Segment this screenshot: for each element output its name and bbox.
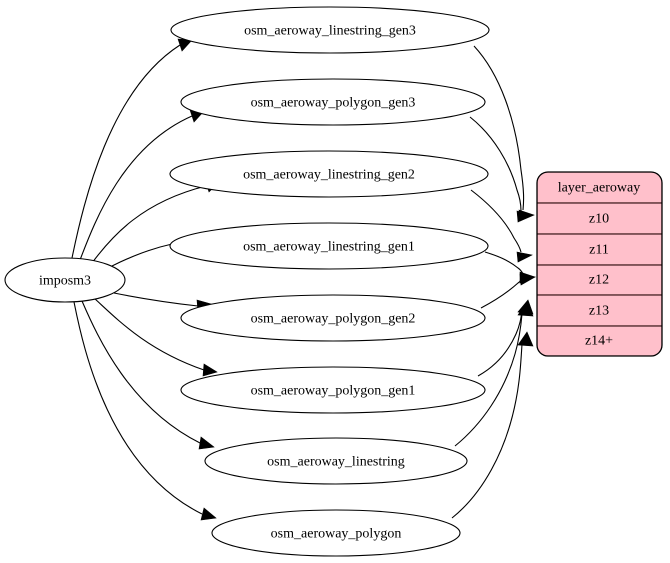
node-imposm3-shape[interactable] bbox=[4, 257, 126, 303]
edge-linestring-gen2-to-z11 bbox=[470, 189, 522, 253]
edge-group-tables-to-layer bbox=[451, 45, 536, 519]
node-shape-polygon[interactable] bbox=[211, 509, 461, 557]
edge-polygon-gen2-to-z12 bbox=[480, 276, 524, 309]
arrowhead-linestring bbox=[198, 436, 215, 450]
edge-imposm3-to-linestring-gen3 bbox=[71, 44, 181, 259]
edge-imposm3-to-polygon bbox=[73, 301, 203, 515]
node-label-polygon: osm_aeroway_polygon bbox=[271, 527, 402, 542]
node-label-polygon-gen1: osm_aeroway_polygon_gen1 bbox=[251, 384, 416, 399]
arrowhead-z10-b bbox=[516, 210, 533, 223]
layer-row-z13-label: z13 bbox=[589, 304, 609, 319]
layer-row-header-label: layer_aeroway bbox=[558, 181, 640, 196]
edge-linestring-gen3-to-z10 bbox=[473, 45, 525, 211]
edge-polygon-to-z14 bbox=[451, 343, 523, 519]
node-label-linestring-gen1: osm_aeroway_linestring_gen1 bbox=[243, 240, 415, 255]
node-shape-linestring-gen1[interactable] bbox=[169, 222, 489, 270]
edge-imposm3-to-linestring-gen2 bbox=[91, 185, 207, 264]
edge-imposm3-to-polygon-gen1 bbox=[93, 297, 205, 371]
layer-row-z14-rect[interactable] bbox=[537, 325, 662, 356]
node-shape-linestring[interactable] bbox=[204, 437, 468, 485]
edge-imposm3-to-polygon-gen2 bbox=[113, 292, 199, 307]
node-shape-linestring-gen2[interactable] bbox=[169, 150, 489, 198]
arrowhead-z13-b bbox=[517, 301, 534, 317]
node-osm_aeroway_linestring_gen1[interactable]: osm_aeroway_linestring_gen1 bbox=[169, 222, 489, 270]
node-label-linestring-gen3: osm_aeroway_linestring_gen3 bbox=[244, 24, 416, 39]
node-layer-aeroway[interactable]: layer_aeroway z10 z11 z12 z13 z14+ bbox=[536, 171, 663, 357]
node-osm_aeroway_linestring_gen3[interactable]: osm_aeroway_linestring_gen3 bbox=[170, 6, 490, 54]
node-shape-polygon-gen3[interactable] bbox=[180, 78, 486, 126]
node-osm_aeroway_linestring[interactable]: osm_aeroway_linestring bbox=[204, 437, 468, 485]
edge-linestring-to-z13 bbox=[454, 313, 523, 447]
node-imposm3[interactable]: imposm3 bbox=[4, 257, 126, 303]
layer-row-z11-rect[interactable] bbox=[537, 233, 662, 266]
node-label-linestring: osm_aeroway_linestring bbox=[267, 455, 405, 470]
node-osm_aeroway_polygon_gen2[interactable]: osm_aeroway_polygon_gen2 bbox=[180, 294, 486, 342]
node-osm_aeroway_polygon_gen3[interactable]: osm_aeroway_polygon_gen3 bbox=[180, 78, 486, 126]
node-imposm3-label: imposm3 bbox=[39, 274, 91, 289]
layer-row-z11-label: z11 bbox=[589, 243, 609, 258]
layer-aeroway-outline bbox=[536, 171, 663, 357]
arrowhead-z11 bbox=[516, 251, 533, 263]
node-osm_aeroway_polygon[interactable]: osm_aeroway_polygon bbox=[211, 509, 461, 557]
layer-row-z13-rect[interactable] bbox=[537, 294, 662, 327]
layer-row-z10-label: z10 bbox=[589, 212, 609, 227]
node-shape-polygon-gen1[interactable] bbox=[180, 366, 486, 414]
node-osm_aeroway_polygon_gen1[interactable]: osm_aeroway_polygon_gen1 bbox=[180, 366, 486, 414]
edge-polygon-gen3-to-z10 bbox=[469, 116, 522, 212]
node-osm_aeroway_linestring_gen2[interactable]: osm_aeroway_linestring_gen2 bbox=[169, 150, 489, 198]
node-label-polygon-gen3: osm_aeroway_polygon_gen3 bbox=[251, 96, 416, 111]
arrowhead-z14 bbox=[517, 331, 534, 347]
arrowhead-polygon bbox=[200, 507, 217, 521]
edge-linestring-gen1-to-z12 bbox=[484, 251, 524, 275]
node-shape-linestring-gen3[interactable] bbox=[170, 6, 490, 54]
edge-polygon-gen1-to-z13 bbox=[477, 310, 523, 377]
edge-imposm3-to-polygon-gen3 bbox=[79, 115, 193, 261]
arrowhead-polygon-gen1 bbox=[202, 363, 218, 377]
layer-aeroway-rows bbox=[537, 172, 662, 356]
layer-row-z14-label: z14+ bbox=[585, 334, 613, 349]
arrowhead-z12-b bbox=[519, 273, 536, 286]
layer-row-z12-label: z12 bbox=[589, 273, 609, 288]
node-label-polygon-gen2: osm_aeroway_polygon_gen2 bbox=[251, 312, 416, 327]
node-label-linestring-gen2: osm_aeroway_linestring_gen2 bbox=[243, 168, 415, 183]
edge-imposm3-to-linestring bbox=[81, 300, 201, 444]
node-shape-polygon-gen2[interactable] bbox=[180, 294, 486, 342]
